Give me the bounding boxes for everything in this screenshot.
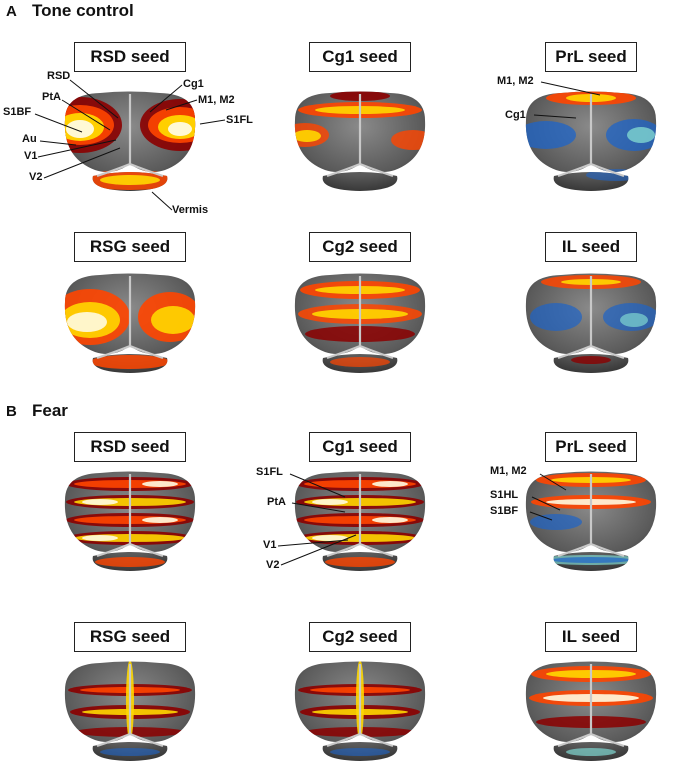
anno-pta: PtA [42,91,61,103]
seed-label: Cg1 seed [309,432,411,462]
seed-label: RSD seed [74,42,186,72]
anno-s1bf: S1BF [3,106,32,118]
brain-activation-map [64,471,196,571]
anno-m1m2: M1, M2 [198,94,235,106]
anno-prl-cg1: Cg1 [505,109,526,121]
anno-b-v2: V2 [266,559,280,571]
anno-b-prl-s1hl: S1HL [490,489,519,501]
anno-b-s1fl: S1FL [256,466,283,478]
section-title-b: Fear [32,401,68,420]
brain-activation-map [525,91,657,191]
seed-label: RSG seed [74,622,186,652]
anno-rsd: RSD [47,70,71,82]
brain-activation-map [525,471,657,571]
section-title-a: Tone control [32,1,134,20]
brain-activation-map [294,661,426,761]
anno-v2: V2 [29,171,43,183]
brain-activation-map [525,273,657,373]
brain-activation-map [294,471,426,571]
anno-cg1: Cg1 [183,78,204,90]
brain-activation-map [64,661,196,761]
seed-label: RSG seed [74,232,186,262]
brain-activation-map [64,91,196,191]
seed-label: Cg2 seed [309,622,411,652]
section-letter-a: A [6,3,17,20]
brain-activation-map [294,273,426,373]
seed-label: IL seed [545,232,637,262]
seed-label: Cg2 seed [309,232,411,262]
seed-label: IL seed [545,622,637,652]
seed-label: PrL seed [545,432,637,462]
anno-v1: V1 [24,150,38,162]
anno-b-prl-m1m2: M1, M2 [490,465,527,477]
anno-vermis: Vermis [172,204,209,216]
brain-activation-map [294,91,426,191]
anno-b-v1: V1 [263,539,277,551]
anno-au: Au [22,133,37,145]
anno-b-prl-s1bf: S1BF [490,505,519,517]
seed-label: RSD seed [74,432,186,462]
anno-s1fl: S1FL [226,114,253,126]
brain-activation-map [64,273,196,373]
anno-b-pta: PtA [267,496,286,508]
section-letter-b: B [6,403,17,420]
brain-activation-map [525,661,657,761]
seed-label: Cg1 seed [309,42,411,72]
seed-label: PrL seed [545,42,637,72]
anno-prl-m1m2: M1, M2 [497,75,534,87]
